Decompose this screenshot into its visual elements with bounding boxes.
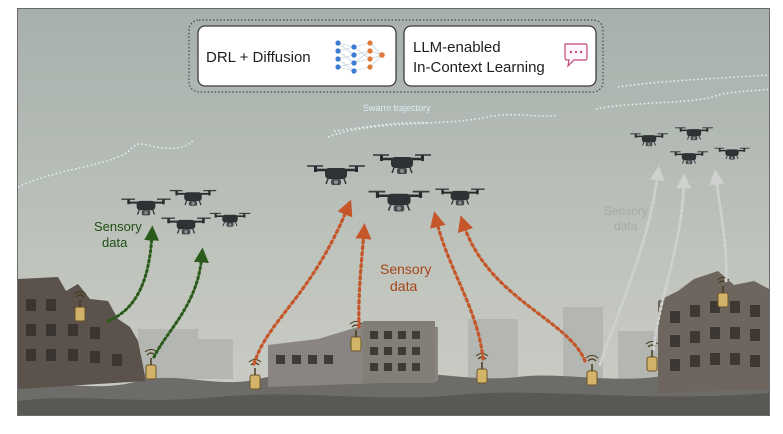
svg-text:Sensory: Sensory <box>94 219 142 234</box>
distant-skyline <box>138 307 663 379</box>
sensory-arrows-orange <box>252 199 587 366</box>
svg-text:Sensory: Sensory <box>604 204 648 218</box>
swarm-trajectory-lines <box>18 74 769 188</box>
ruined-building-center <box>268 321 438 387</box>
scene-frame: Swarm trajectory <box>17 8 770 416</box>
sensory-label-left: Sensory data <box>94 219 142 250</box>
neural-network-icon <box>335 40 385 74</box>
llm-icl-box: LLM-enabled In-Context Learning <box>403 25 597 87</box>
sensory-arrows-gray <box>598 165 728 367</box>
swarm-scene: Swarm trajectory <box>18 9 769 415</box>
svg-text:data: data <box>614 219 638 233</box>
trajectory-label: Swarm trajectory <box>363 103 431 113</box>
ruined-building-left <box>18 277 146 389</box>
drl-diffusion-label: DRL + Diffusion <box>206 49 311 66</box>
svg-text:data: data <box>102 235 128 250</box>
ruined-building-right <box>658 271 769 393</box>
method-panel: DRL + Diffusion <box>188 19 604 93</box>
sensory-arrows-green <box>106 225 209 359</box>
drl-diffusion-box: DRL + Diffusion <box>197 25 397 87</box>
sensory-label-center: Sensory data <box>380 261 431 294</box>
chat-bubble-icon <box>564 43 588 68</box>
in-context-learning-label: In-Context Learning <box>413 59 545 76</box>
llm-enabled-label: LLM-enabled <box>413 39 501 56</box>
svg-text:data: data <box>390 278 417 294</box>
sensory-label-right: Sensory data <box>604 204 648 233</box>
svg-text:Sensory: Sensory <box>380 261 431 277</box>
